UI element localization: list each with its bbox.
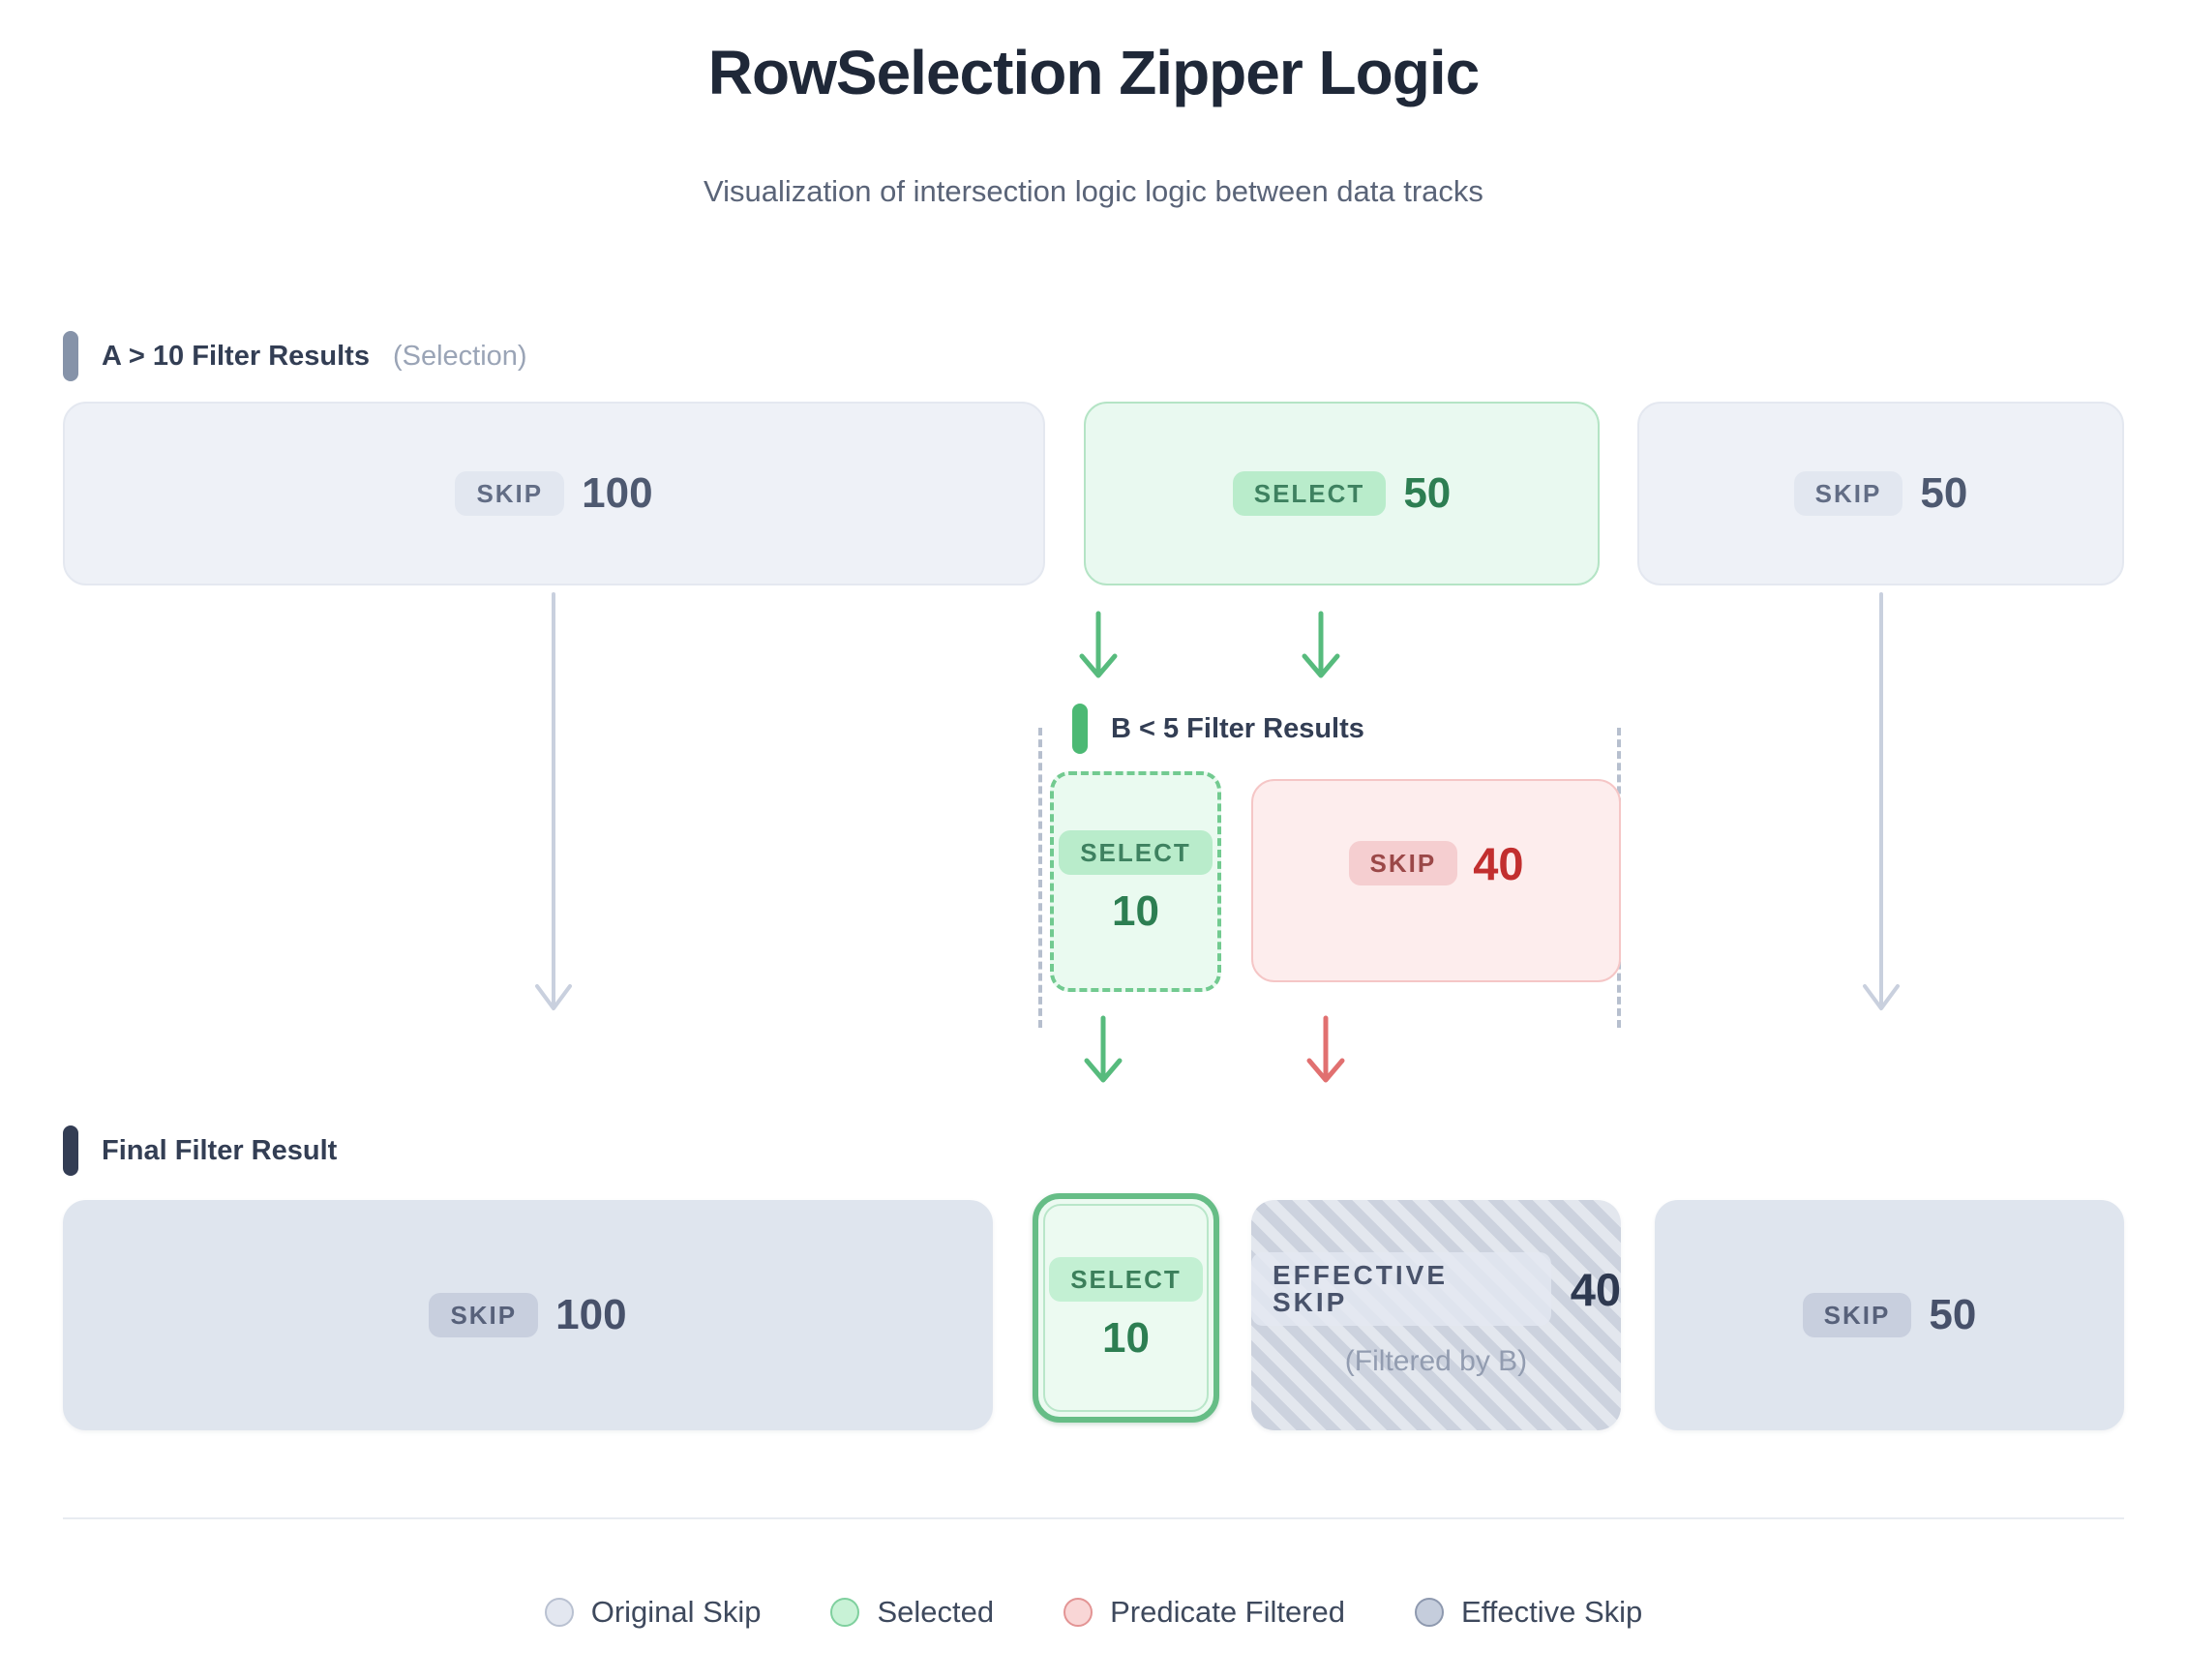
legend-label: Selected (877, 1595, 995, 1629)
track-a-select-50-segment: SELECT 50 (1084, 402, 1600, 585)
final-result-marker-icon (63, 1125, 78, 1176)
down-arrow-icon (1863, 592, 1900, 1010)
effective-skip-note: (Filtered by B) (1344, 1345, 1528, 1377)
effective-skip-row: EFFECTIVE SKIP 40 (1251, 1252, 1621, 1326)
track-a-header: A > 10 Filter Results (Selection) (63, 331, 527, 381)
final-skip-50-segment: SKIP 50 (1655, 1200, 2124, 1430)
track-b-label: B < 5 Filter Results (1111, 712, 1364, 744)
skip-badge: SKIP (1802, 1293, 1912, 1337)
final-result-header: Final Filter Result (63, 1125, 337, 1176)
down-arrow-icon (1302, 611, 1340, 678)
track-a-label: A > 10 Filter Results (102, 340, 370, 372)
final-effective-skip-40-segment: EFFECTIVE SKIP 40 (Filtered by B) (1251, 1200, 1621, 1430)
original-skip-swatch-icon (544, 1598, 574, 1627)
effective-skip-count: 40 (1570, 1263, 1621, 1315)
skip-badge: SKIP (1348, 841, 1458, 885)
track-b-left-boundary (1038, 728, 1042, 1028)
select-badge: SELECT (1049, 1256, 1203, 1302)
legend-item-original-skip: Original Skip (544, 1595, 762, 1630)
select-count: 10 (1112, 887, 1159, 935)
page-subtitle: Visualization of intersection logic logi… (704, 174, 1483, 208)
legend-item-predicate-filtered: Predicate Filtered (1064, 1595, 1345, 1630)
final-result-label: Final Filter Result (102, 1134, 338, 1166)
final-skip-100-segment: SKIP 100 (63, 1200, 993, 1430)
skip-badge: SKIP (1793, 471, 1903, 516)
selected-swatch-icon (830, 1598, 860, 1627)
legend: Original Skip Selected Predicate Filtere… (0, 1595, 2187, 1630)
skip-badge: SKIP (455, 471, 565, 516)
track-b-select-10-segment: SELECT 10 (1050, 771, 1221, 992)
track-a-sublabel: (Selection) (392, 340, 527, 372)
legend-divider (63, 1517, 2124, 1519)
track-b-skip-40-segment: SKIP 40 (1251, 779, 1621, 982)
down-arrow-icon (535, 592, 572, 1010)
legend-item-effective-skip: Effective Skip (1415, 1595, 1642, 1630)
skip-badge: SKIP (429, 1293, 539, 1337)
down-arrow-icon (1079, 611, 1118, 678)
legend-label: Predicate Filtered (1110, 1595, 1346, 1629)
track-a-skip-50-segment: SKIP 50 (1637, 402, 2124, 585)
skip-count: 100 (582, 469, 653, 517)
page-title: RowSelection Zipper Logic (707, 38, 1480, 107)
skip-count: 100 (555, 1291, 627, 1338)
track-b-marker-icon (1072, 704, 1088, 754)
effective-skip-badge: EFFECTIVE SKIP (1251, 1252, 1551, 1326)
final-select-10-segment: SELECT 10 (1033, 1193, 1219, 1423)
track-b-header: B < 5 Filter Results (1072, 704, 1364, 754)
track-a-marker-icon (63, 331, 78, 381)
down-arrow-icon (1084, 1015, 1123, 1083)
legend-label: Original Skip (590, 1595, 762, 1629)
select-count: 10 (1102, 1313, 1150, 1362)
final-select-inner-ring: SELECT 10 (1043, 1204, 1209, 1412)
effective-skip-swatch-icon (1415, 1598, 1445, 1627)
predicate-filtered-swatch-icon (1064, 1598, 1094, 1627)
select-count: 50 (1403, 469, 1452, 517)
down-arrow-icon (1306, 1015, 1345, 1083)
select-badge: SELECT (1059, 830, 1213, 875)
track-a-skip-100-segment: SKIP 100 (63, 402, 1045, 585)
skip-count: 50 (1929, 1291, 1977, 1338)
skip-count: 50 (1920, 469, 1968, 517)
legend-label: Effective Skip (1461, 1595, 1643, 1629)
select-badge: SELECT (1232, 471, 1387, 516)
skip-count: 40 (1473, 837, 1524, 889)
legend-item-selected: Selected (830, 1595, 994, 1630)
